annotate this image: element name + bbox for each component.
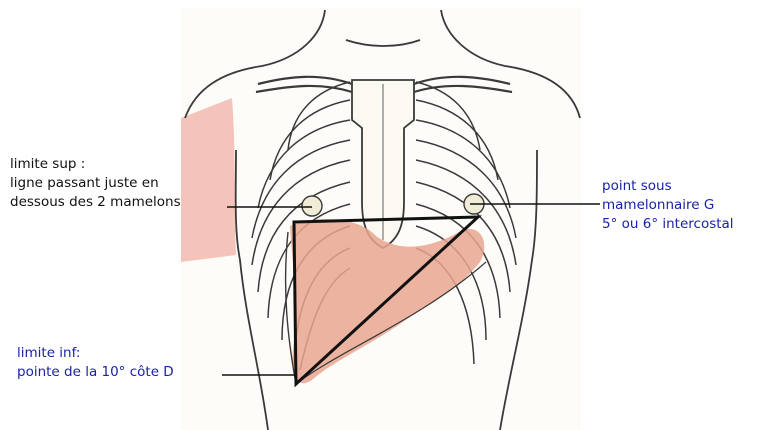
label-point-g-line3: 5° ou 6° intercostal: [602, 215, 734, 234]
label-limite-sup-line3: dessous des 2 mamelons: [10, 193, 181, 212]
label-limite-sup-line1: limite sup :: [10, 155, 181, 174]
label-point-g: point sous mamelonnaire G 5° ou 6° inter…: [602, 177, 734, 234]
label-point-g-line1: point sous: [602, 177, 734, 196]
right-nipple: [302, 196, 322, 216]
label-limite-inf-line2: pointe de la 10° côte D: [17, 363, 174, 382]
label-point-g-line2: mamelonnaire G: [602, 196, 734, 215]
label-limite-sup-line2: ligne passant juste en: [10, 174, 181, 193]
label-limite-sup: limite sup : ligne passant juste en dess…: [10, 155, 181, 212]
label-limite-inf-line1: limite inf:: [17, 344, 174, 363]
label-limite-inf: limite inf: pointe de la 10° côte D: [17, 344, 174, 382]
skin-shading: [181, 98, 236, 262]
